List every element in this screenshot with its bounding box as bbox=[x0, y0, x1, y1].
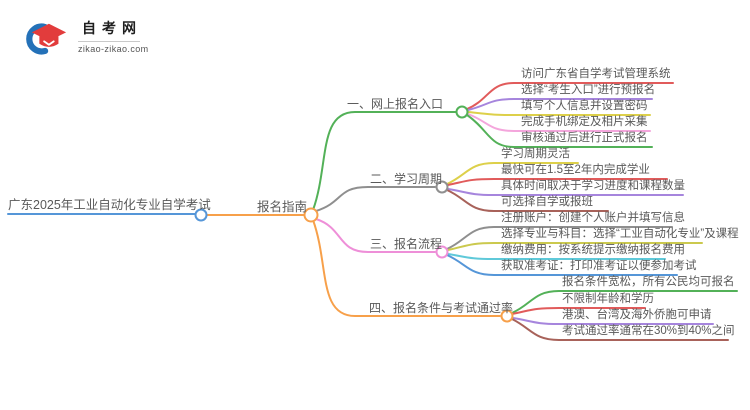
graduation-cap-icon bbox=[26, 23, 67, 55]
leaf-label-3-4: 获取准考证：打印准考证以便参加考试 bbox=[501, 260, 697, 272]
leaf-label-2-2: 最快可在1.5至2年内完成学业 bbox=[501, 164, 650, 176]
branch-4-circle bbox=[500, 309, 514, 323]
root-node-label: 广东2025年工业自动化专业自学考试 bbox=[8, 198, 211, 212]
leaf-label-1-5: 审核通过后进行正式报名 bbox=[521, 132, 648, 144]
branch-1-circle bbox=[455, 105, 469, 119]
leaf-label-1-2: 选择“考生入口”进行预报名 bbox=[521, 84, 656, 96]
connector-branch-2 bbox=[315, 186, 436, 212]
leaf-label-2-4: 可选择自学或报班 bbox=[501, 196, 593, 208]
connector-leaf-3-1 bbox=[446, 226, 673, 250]
logo-title: 自考网 bbox=[82, 20, 142, 36]
root-node-circle bbox=[194, 208, 208, 222]
connector-branch-4 bbox=[312, 219, 501, 317]
connector-branch-3 bbox=[315, 218, 436, 253]
connector-leaf-3-2 bbox=[447, 242, 703, 251]
leaf-label-2-1: 学习周期灵活 bbox=[501, 148, 570, 160]
connector-branch-1 bbox=[312, 111, 457, 211]
leaf-label-3-1: 注册账户：创建个人账户并填写信息 bbox=[501, 212, 685, 224]
connector-leaf-2-3 bbox=[447, 188, 684, 196]
connector-leaf-2-2 bbox=[447, 178, 668, 186]
hub-node-label: 报名指南 bbox=[257, 200, 308, 214]
branch-2-label: 二、学习周期 bbox=[370, 172, 443, 186]
leaf-label-4-2: 不限制年龄和学历 bbox=[562, 293, 654, 305]
hub-node-circle bbox=[303, 207, 319, 223]
logo-divider bbox=[78, 41, 140, 42]
branch-4-label: 四、报名条件与考试通过率 bbox=[369, 301, 514, 315]
logo-domain: zikao-zikao.com bbox=[78, 44, 149, 54]
connector-leaf-2-1 bbox=[446, 162, 579, 185]
leaf-label-2-3: 具体时间取决于学习进度和课程数量 bbox=[501, 180, 685, 192]
connector-leaf-1-1 bbox=[466, 82, 674, 110]
leaf-label-4-1: 报名条件宽松，所有公民均可报名 bbox=[562, 276, 735, 288]
connector-leaf-1-3 bbox=[467, 111, 651, 116]
leaf-label-4-3: 港澳、台湾及海外侨胞可申请 bbox=[562, 309, 712, 321]
connector-leaf-4-4 bbox=[511, 318, 729, 341]
connector-leaf-3-4 bbox=[446, 254, 678, 276]
leaf-label-3-2: 选择专业与科目：选择“工业自动化专业”及课程 bbox=[501, 228, 739, 240]
site-logo: 自考网 zikao-zikao.com bbox=[26, 18, 149, 57]
connector-leaf-3-3 bbox=[447, 253, 666, 260]
connector-leaf-1-5 bbox=[466, 114, 653, 148]
branch-2-circle bbox=[435, 180, 449, 194]
leaf-label-1-4: 完成手机绑定及相片采集 bbox=[521, 116, 648, 128]
leaf-label-4-4: 考试通过率通常在30%到40%之间 bbox=[562, 325, 735, 337]
leaf-label-1-1: 访问广东省自学考试管理系统 bbox=[521, 68, 671, 80]
connector-leaf-1-2 bbox=[467, 98, 653, 111]
leaf-label-1-3: 填写个人信息并设置密码 bbox=[521, 100, 648, 112]
connector-leaf-1-4 bbox=[467, 113, 651, 132]
branch-3-circle bbox=[435, 245, 449, 259]
leaf-label-3-3: 缴纳费用：按系统提示缴纳报名费用 bbox=[501, 244, 685, 256]
connector-leaf-4-3 bbox=[512, 317, 714, 325]
branch-3-label: 三、报名流程 bbox=[370, 237, 443, 251]
connector-leaf-4-2 bbox=[511, 307, 646, 315]
connector-leaf-2-4 bbox=[446, 189, 609, 212]
branch-1-label: 一、网上报名入口 bbox=[347, 97, 444, 111]
connector-leaf-4-1 bbox=[511, 290, 738, 314]
